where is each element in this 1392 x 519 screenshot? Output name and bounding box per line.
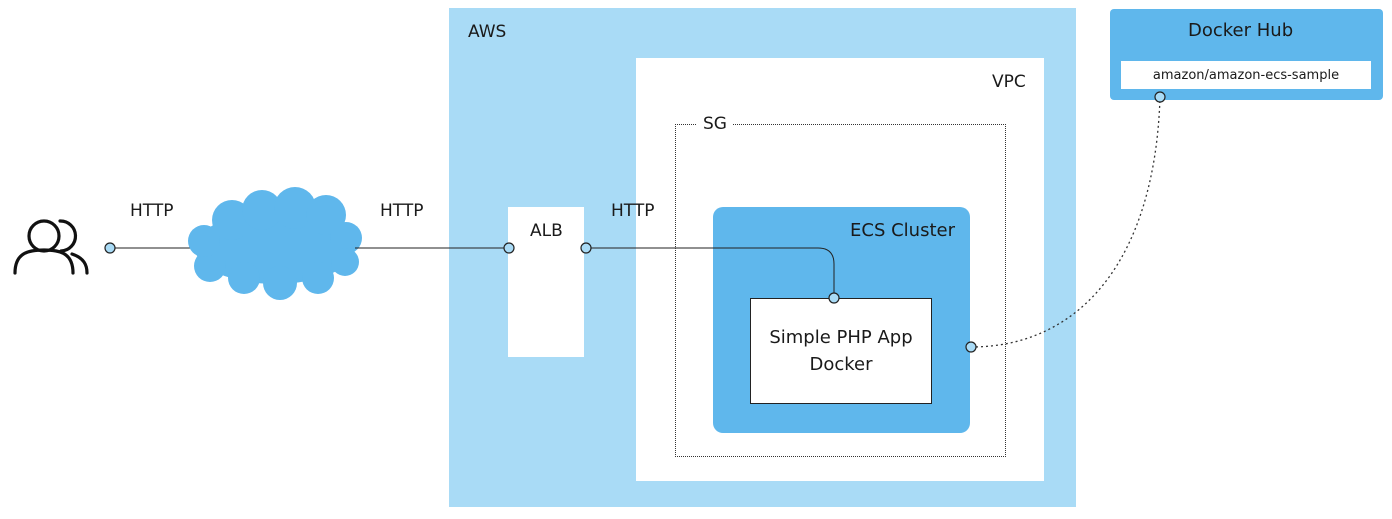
- cloud-alb-http-label: HTTP: [380, 201, 424, 221]
- users-icon: [13, 219, 89, 275]
- ecs-dockerhub-connector: [970, 96, 1161, 348]
- docker-image-name: amazon/amazon-ecs-sample: [1152, 67, 1340, 83]
- docker-image-box: amazon/amazon-ecs-sample: [1121, 61, 1371, 89]
- ecs-cluster-label: ECS Cluster: [850, 220, 955, 241]
- sg-label: SG: [703, 114, 727, 134]
- alb-out-port: [580, 242, 592, 254]
- app-in-port: [828, 292, 840, 304]
- php-app-name: Simple PHP App: [769, 327, 913, 348]
- vpc-label: VPC: [992, 72, 1026, 92]
- alb-in-port: [503, 242, 515, 254]
- cloud-icon: [188, 187, 362, 300]
- alb-box: [508, 207, 584, 357]
- user-cloud-http-label: HTTP: [130, 201, 174, 221]
- sg-label-gap: [696, 114, 732, 134]
- user-port: [104, 242, 116, 254]
- alb-label: ALB: [530, 221, 563, 241]
- dockerhub-port: [1154, 91, 1166, 103]
- ecs-out-port: [965, 341, 977, 353]
- security-group-boundary: [675, 124, 1006, 457]
- php-app-box: Simple PHP App Docker: [750, 298, 932, 404]
- alb-app-http-label: HTTP: [611, 201, 655, 221]
- docker-hub-title: Docker Hub: [1188, 20, 1294, 41]
- alb-app-connector: [586, 247, 835, 298]
- php-app-runtime: Docker: [809, 354, 873, 375]
- aws-label: AWS: [468, 22, 507, 42]
